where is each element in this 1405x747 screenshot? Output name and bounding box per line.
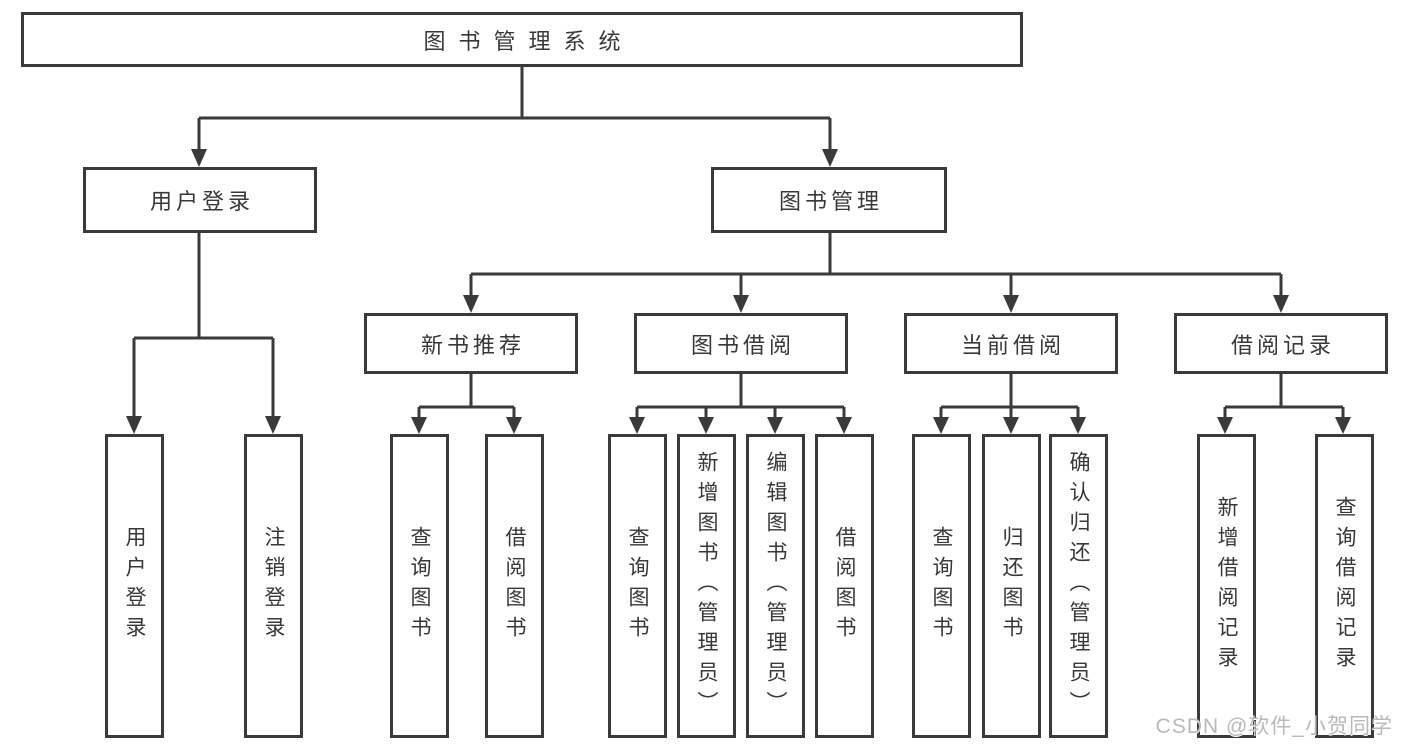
arrow-down-icon (933, 417, 949, 434)
arrow-down-icon (1070, 417, 1086, 434)
node-current-borrow: 当前借阅 (904, 313, 1118, 374)
arrow-down-icon (733, 295, 749, 313)
node-borrow-records: 借阅记录 (1174, 313, 1388, 374)
node-label: 图书管理 (778, 189, 883, 214)
arrow-down-icon (506, 417, 522, 434)
leaf-add-books-admin: 新增图书（管理员） (677, 434, 736, 738)
arrow-down-icon (1217, 417, 1233, 434)
arrow-down-icon (463, 295, 479, 313)
node-label: 借阅图书 (833, 526, 856, 646)
leaf-confirm-return-admin: 确认归还（管理员） (1049, 434, 1108, 738)
node-label: 当前借阅 (960, 332, 1065, 358)
arrow-down-icon (836, 417, 852, 434)
arrow-down-icon (1003, 417, 1019, 434)
arrowheads (126, 149, 1351, 434)
arrow-down-icon (265, 416, 281, 434)
leaf-query-books-current: 查询图书 (912, 434, 971, 738)
node-label: 新书推荐 (420, 332, 525, 358)
connector-user-login-to-leaves (132, 232, 275, 417)
connector-current-borrow-to-leaves (939, 373, 1080, 418)
node-label: 图书借阅 (690, 332, 795, 358)
leaf-edit-books-admin: 编辑图书（管理员） (746, 434, 805, 738)
connector-new-book-to-leaves (417, 373, 516, 418)
node-label: 用户登录 (149, 189, 254, 214)
node-label: 借阅记录 (1230, 332, 1335, 358)
connector-borrow-records-to-leaves (1223, 373, 1345, 418)
node-label: 注销登录 (262, 526, 285, 646)
node-label: 图书管理系统 (423, 28, 634, 54)
connector-book-management-to-level3 (469, 232, 1283, 296)
arrow-down-icon (767, 417, 783, 434)
node-label: 查询借阅记录 (1333, 496, 1356, 676)
arrow-down-icon (191, 149, 207, 167)
node-user-login: 用户登录 (83, 167, 317, 233)
connector-root-to-level2 (197, 67, 832, 150)
node-label: 确认归还（管理员） (1067, 451, 1090, 721)
leaf-user-login: 用户登录 (105, 434, 164, 738)
leaf-borrow-books-recommend: 借阅图书 (485, 434, 544, 738)
node-label: 查询图书 (626, 526, 649, 646)
node-book-management: 图书管理 (711, 167, 947, 233)
node-label: 新增图书（管理员） (695, 451, 718, 721)
node-label: 查询图书 (408, 526, 431, 646)
leaf-logout: 注销登录 (244, 434, 303, 738)
node-new-book-recommend: 新书推荐 (364, 313, 578, 374)
leaf-query-borrow-record: 查询借阅记录 (1315, 434, 1374, 738)
node-label: 借阅图书 (503, 526, 526, 646)
leaf-borrow-books: 借阅图书 (815, 434, 874, 738)
arrow-down-icon (126, 416, 142, 434)
arrow-down-icon (1003, 295, 1019, 313)
connector-paths (132, 67, 1345, 418)
arrow-down-icon (411, 417, 427, 434)
leaf-query-books-borrow: 查询图书 (608, 434, 667, 738)
node-label: 用户登录 (123, 526, 146, 646)
csdn-watermark: CSDN @软件_小贺同学 (1155, 715, 1393, 738)
node-label: 新增借阅记录 (1215, 496, 1238, 676)
connector-book-borrow-to-leaves (635, 373, 846, 418)
leaf-return-books: 归还图书 (982, 434, 1041, 738)
arrow-down-icon (629, 417, 645, 434)
node-label: 编辑图书（管理员） (764, 451, 787, 721)
node-label: 查询图书 (930, 526, 953, 646)
leaf-add-borrow-record: 新增借阅记录 (1197, 434, 1256, 738)
leaf-query-books-recommend: 查询图书 (390, 434, 449, 738)
arrow-down-icon (822, 149, 838, 167)
node-library-management-system: 图书管理系统 (21, 12, 1023, 67)
node-book-borrow: 图书借阅 (634, 313, 848, 374)
arrow-down-icon (698, 417, 714, 434)
arrow-down-icon (1273, 295, 1289, 313)
node-label: 归还图书 (1000, 526, 1023, 646)
arrow-down-icon (1335, 417, 1351, 434)
